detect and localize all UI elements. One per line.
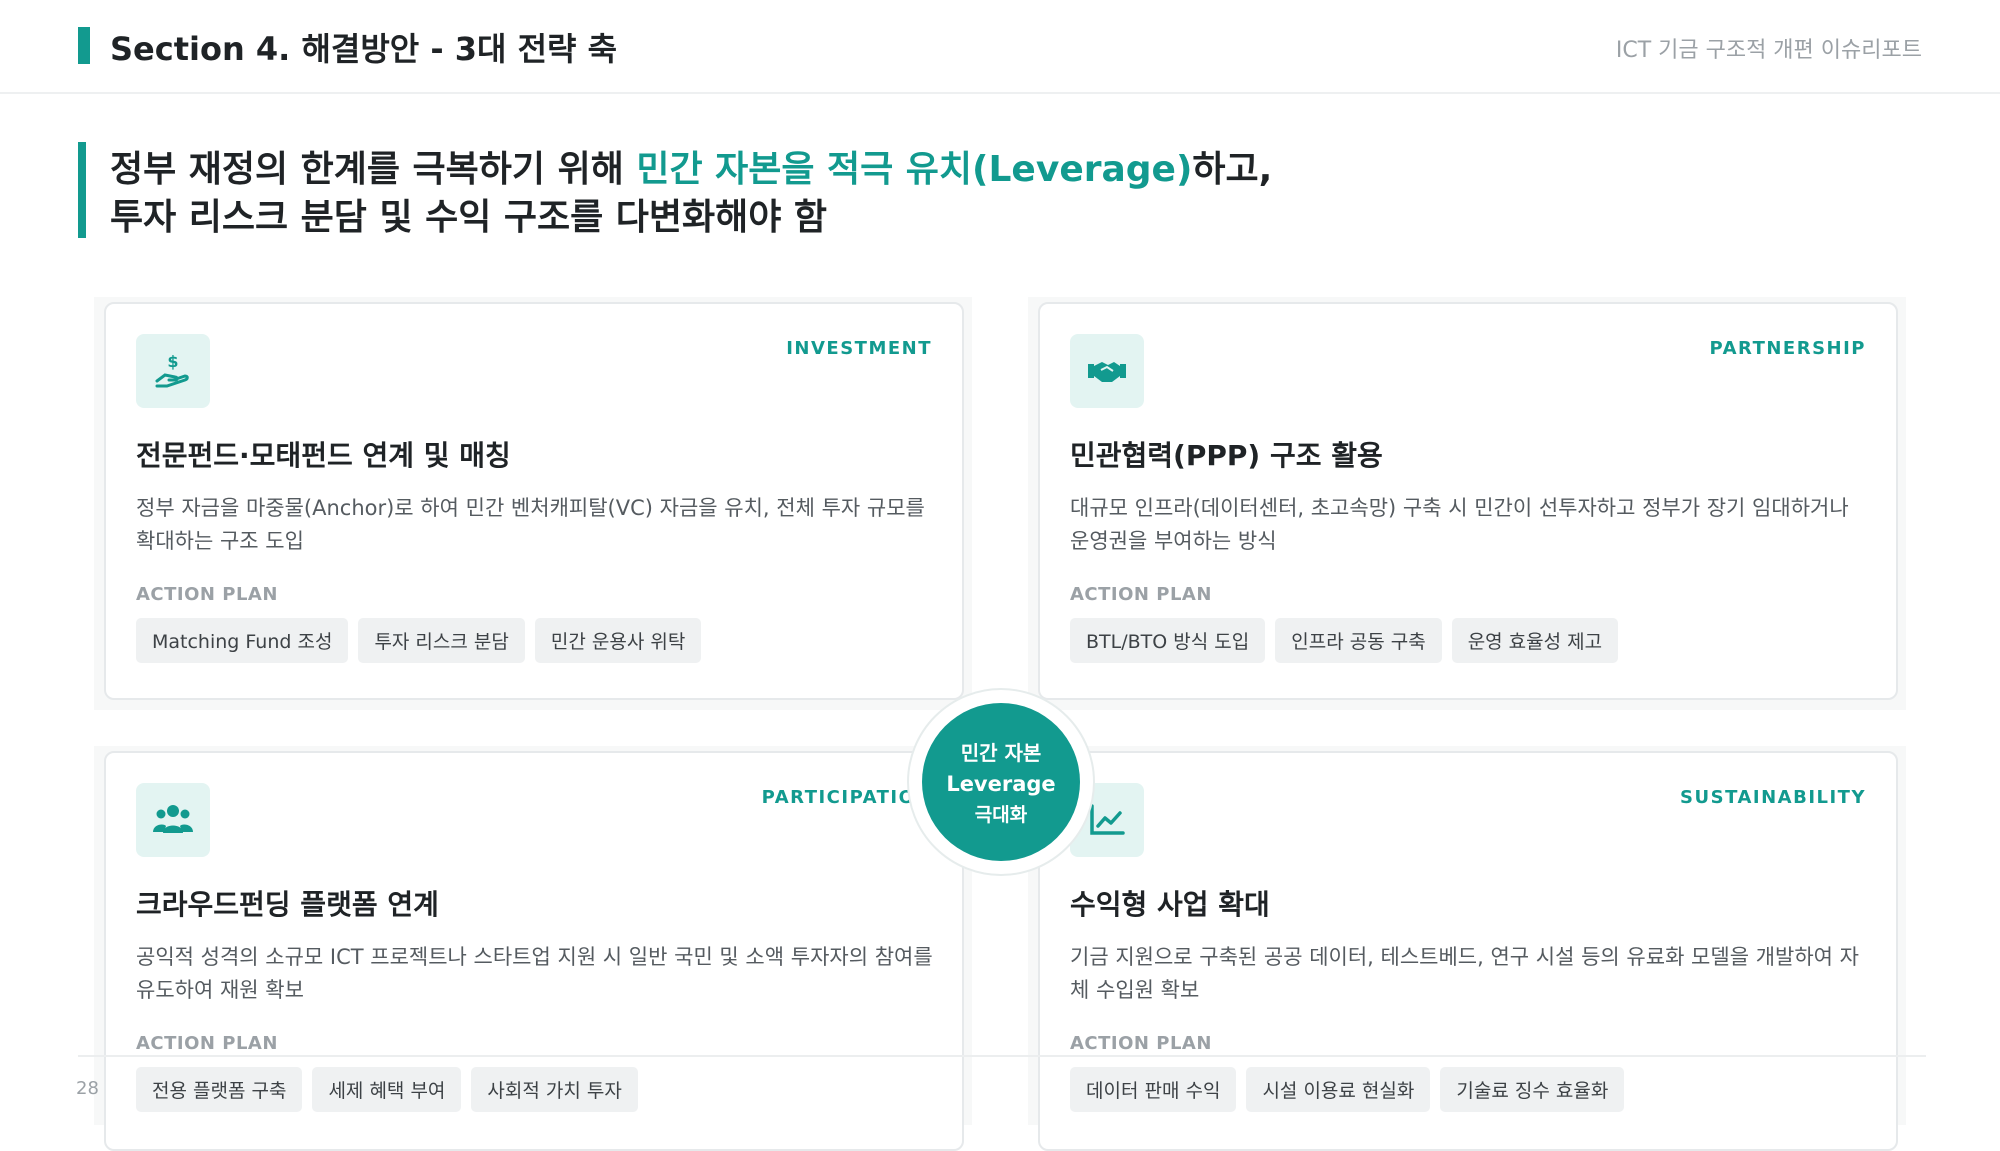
card-description: 정부 자금을 마중물(Anchor)로 하여 민간 벤처캐피탈(VC) 자금을 … [136,496,925,553]
action-chip: 민간 운용사 위탁 [534,618,702,663]
action-plan-label: ACTION PLAN [1070,1033,1212,1054]
headline-accent-bar [78,142,86,238]
action-chip: 사회적 가치 투자 [471,1067,638,1112]
action-chip: 전용 플랫폼 구축 [136,1067,303,1112]
center-badge-line-1: 민간 자본 [960,741,1042,765]
headline-line-2: 투자 리스크 분담 및 수익 구조를 다변화해야 함 [110,197,828,238]
action-chip: BTL/BTO 방식 도입 [1070,618,1266,663]
action-chip: Matching Fund 조성 [136,618,349,663]
card-tag: INVESTMENT [786,338,932,359]
action-chip: 운영 효율성 제고 [1451,618,1619,663]
strategy-card-partnership: PARTNERSHIP 민관협력(PPP) 구조 활용 대규모 인프라(데이터센… [1038,302,1898,700]
card-tag: PARTNERSHIP [1709,338,1866,359]
headline-highlight: 민간 자본을 적극 유치(Leverage) [636,149,1193,190]
headline-line-1-pre: 정부 재정의 한계를 극복하기 위해 [110,149,637,190]
center-badge: 민간 자본 Leverage 극대화 [922,703,1080,861]
action-chip: 세제 혜택 부여 [312,1067,462,1112]
report-name: ICT 기금 구조적 개편 이슈리포트 [1615,38,1922,63]
users-icon [136,783,210,857]
card-tag: SUSTAINABILITY [1680,787,1866,808]
action-chips: 전용 플랫폼 구축 세제 혜택 부여 사회적 가치 투자 [136,1067,638,1112]
card-description: 대규모 인프라(데이터센터, 초고속망) 구축 시 민간이 선투자하고 정부가 … [1070,496,1849,553]
card-description: 공익적 성격의 소규모 ICT 프로젝트나 스타트업 지원 시 일반 국민 및 … [136,945,933,1002]
center-badge-line-2: Leverage [946,772,1056,796]
action-chip: 투자 리스크 분담 [358,618,525,663]
card-title: 민관협력(PPP) 구조 활용 [1070,439,1383,472]
action-chips: 데이터 판매 수익 시설 이용료 현실화 기술료 징수 효율화 [1070,1067,1625,1112]
strategy-card-participation: PARTICIPATION 크라우드펀딩 플랫폼 연계 공익적 성격의 소규모 … [104,751,964,1151]
card-tag: PARTICIPATION [761,787,932,808]
action-chip: 데이터 판매 수익 [1070,1067,1237,1112]
headline-line-1: 정부 재정의 한계를 극복하기 위해 민간 자본을 적극 유치(Leverage… [110,140,1272,192]
action-plan-label: ACTION PLAN [1070,584,1212,605]
strategy-card-investment: $ INVESTMENT 전문펀드·모태펀드 연계 및 매칭 정부 자금을 마중… [104,302,964,700]
strategy-card-sustainability: SUSTAINABILITY 수익형 사업 확대 기금 지원으로 구축된 공공 … [1038,751,1898,1151]
page-number: 28 [76,1078,99,1099]
headline-line-1-post: 하고, [1192,149,1273,190]
svg-text:$: $ [167,352,178,371]
action-chip: 기술료 징수 효율화 [1440,1067,1625,1112]
action-chip: 시설 이용료 현실화 [1246,1067,1431,1112]
action-plan-label: ACTION PLAN [136,584,278,605]
action-chip: 인프라 공동 구축 [1275,618,1442,663]
handshake-icon [1070,334,1144,408]
header-accent-bar [78,27,90,64]
action-plan-label: ACTION PLAN [136,1033,278,1054]
section-title: Section 4. 해결방안 - 3대 전략 축 [110,30,618,68]
hand-holding-dollar-icon: $ [136,334,210,408]
footer-divider [78,1055,1926,1057]
action-chips: Matching Fund 조성 투자 리스크 분담 민간 운용사 위탁 [136,618,702,663]
center-badge-line-3: 극대화 [974,804,1028,826]
card-title: 수익형 사업 확대 [1070,888,1270,921]
card-title: 전문펀드·모태펀드 연계 및 매칭 [136,439,511,472]
card-description: 기금 지원으로 구축된 공공 데이터, 테스트베드, 연구 시설 등의 유료화 … [1070,945,1859,1002]
card-title: 크라우드펀딩 플랫폼 연계 [136,888,439,921]
page-header: Section 4. 해결방안 - 3대 전략 축 ICT 기금 구조적 개편 … [0,0,2000,94]
action-chips: BTL/BTO 방식 도입 인프라 공동 구축 운영 효율성 제고 [1070,618,1619,663]
